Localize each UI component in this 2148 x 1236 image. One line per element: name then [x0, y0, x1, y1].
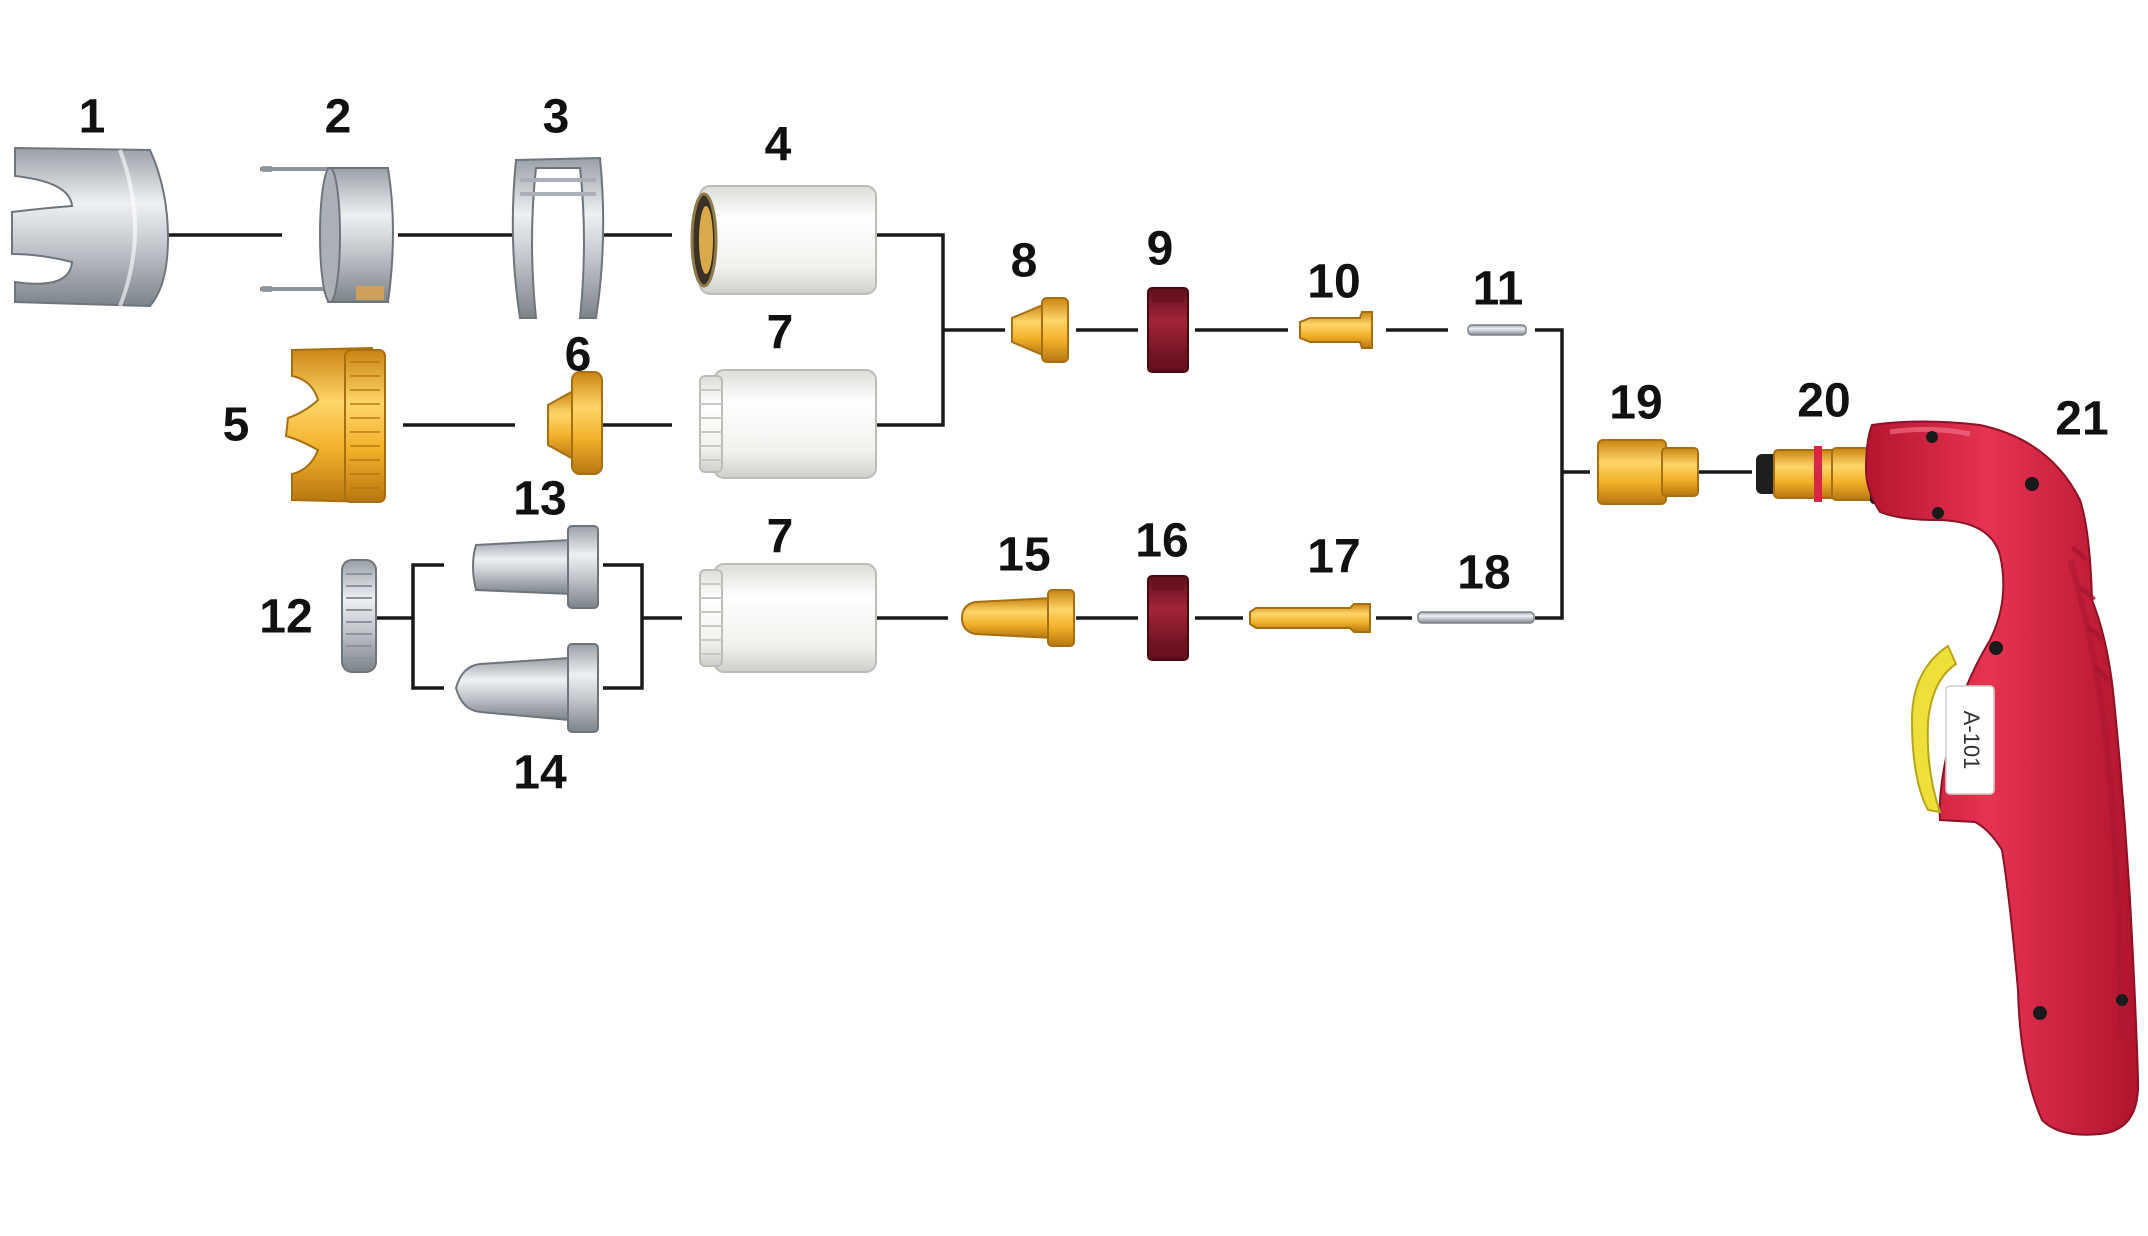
part-7-retaining-cup-upper [699, 369, 877, 479]
label-17: 17 [1307, 531, 1360, 584]
part-1-shield-cup [11, 146, 170, 308]
label-21: 21 [2055, 393, 2108, 446]
part-13-silver-nozzle [472, 525, 599, 609]
part-number-labels: 1 2 3 4 5 6 7 7 8 9 10 11 12 13 14 15 16… [79, 91, 2109, 800]
part-16-swirl-ring [1147, 575, 1189, 661]
part-17-long-electrode [1249, 603, 1371, 633]
part-10-electrode [1299, 311, 1373, 349]
label-7-upper: 7 [767, 307, 794, 360]
label-3: 3 [543, 91, 570, 144]
connector-lines [168, 233, 1752, 690]
part-15-long-tip [960, 589, 1075, 647]
label-9: 9 [1147, 223, 1174, 276]
part-11-pin [1467, 324, 1527, 336]
label-2: 2 [325, 91, 352, 144]
label-4: 4 [765, 119, 792, 172]
part-3-standoff-guide [511, 156, 605, 319]
label-19: 19 [1609, 377, 1662, 430]
label-11: 11 [1473, 263, 1524, 316]
label-5: 5 [223, 399, 250, 452]
part-4-retaining-cup [690, 185, 877, 295]
part-2-shield-ring [260, 166, 394, 303]
torch-model-tag: A-101 [1959, 711, 1984, 770]
label-6: 6 [565, 329, 592, 382]
label-8: 8 [1011, 235, 1038, 288]
part-21-torch-handle: A-101 [1864, 420, 2140, 1136]
part-6-nozzle [547, 371, 603, 475]
part-9-swirl-ring [1147, 287, 1189, 373]
part-12-shield-cap [341, 559, 377, 673]
part-8-tip [1011, 297, 1069, 363]
label-13: 13 [513, 473, 566, 526]
label-12: 12 [259, 591, 312, 644]
label-16: 16 [1135, 515, 1188, 568]
label-7-lower: 7 [767, 511, 794, 564]
label-14: 14 [513, 747, 567, 800]
part-18-long-pin [1417, 611, 1535, 624]
label-1: 1 [79, 91, 106, 144]
label-15: 15 [997, 529, 1050, 582]
label-20: 20 [1797, 375, 1850, 428]
label-10: 10 [1307, 256, 1360, 309]
part-5-brass-shield-cup [284, 346, 386, 504]
label-18: 18 [1457, 547, 1510, 600]
part-19-head-sleeve [1597, 439, 1699, 505]
part-7-retaining-cup-lower [699, 563, 877, 673]
part-14-long-nozzle [454, 643, 599, 733]
